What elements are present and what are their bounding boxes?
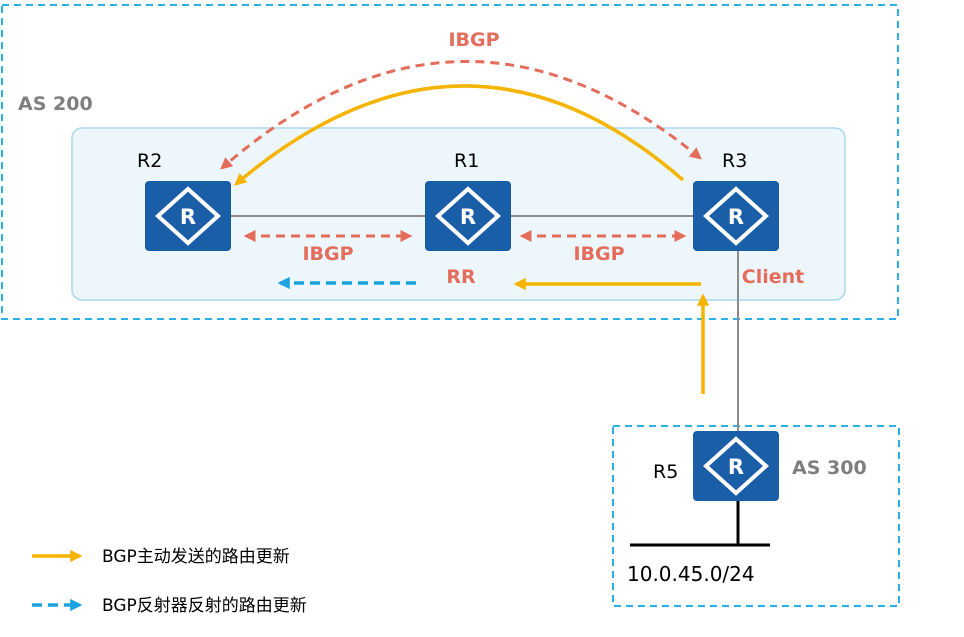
network-prefix: 10.0.45.0/24: [627, 562, 755, 586]
router-icon: [143, 179, 233, 253]
legend-reflected-label: BGP反射器反射的路由更新: [102, 596, 307, 616]
router-r2: [143, 179, 233, 253]
r3-role-label: Client: [742, 266, 804, 288]
active-update-arc-r3-r2: [234, 84, 685, 186]
legend-active-label: BGP主动发送的路由更新: [102, 547, 290, 567]
router-r5: [691, 429, 781, 503]
router-r1: [423, 179, 513, 253]
ibgp-arc-r3-r2: [220, 59, 702, 170]
r5-name: R5: [653, 461, 678, 483]
router-icon: [691, 429, 781, 503]
router-r3: [691, 179, 781, 253]
as300-label: AS 300: [792, 457, 867, 479]
legend: BGP主动发送的路由更新 BGP反射器反射的路由更新: [32, 547, 307, 616]
r2-name: R2: [137, 150, 162, 172]
as200-boundary: [1, 4, 899, 320]
ibgp-label-top: IBGP: [448, 29, 499, 51]
r3-name: R3: [722, 150, 747, 172]
as200-label: AS 200: [18, 93, 93, 115]
r1-role-label: RR: [446, 266, 476, 288]
router-icon: [691, 179, 781, 253]
ibgp-label-r1-r3: IBGP: [573, 243, 624, 265]
r1-name: R1: [454, 150, 479, 172]
ibgp-label-r2-r1: IBGP: [302, 243, 353, 265]
router-icon: [423, 179, 513, 253]
as300-boundary: [612, 425, 900, 607]
